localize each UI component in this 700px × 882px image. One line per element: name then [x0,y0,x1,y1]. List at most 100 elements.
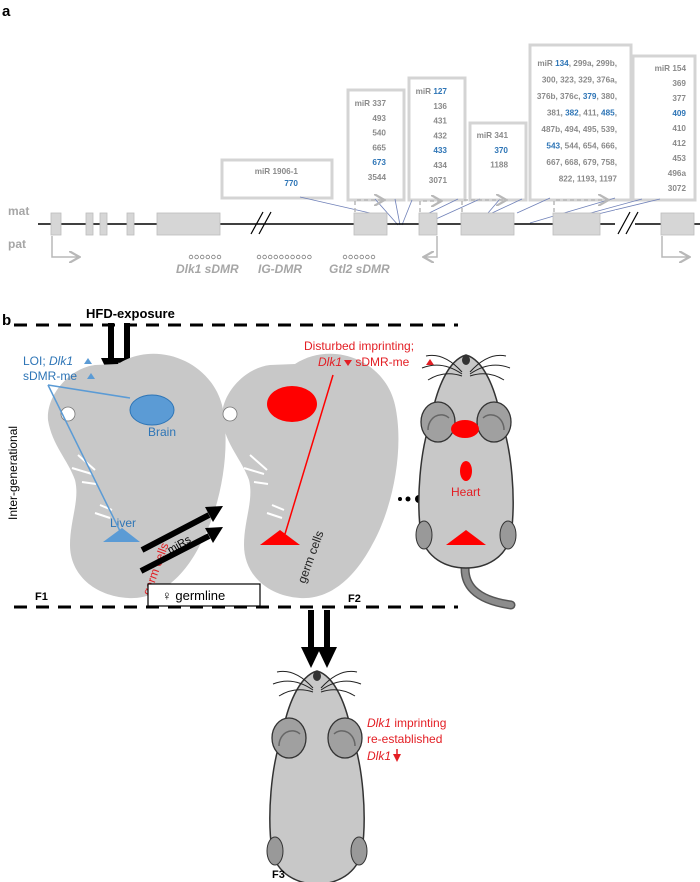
mir-line: 369 [672,79,686,88]
mir-line: 665 [372,143,386,152]
dmr-circle [342,254,348,260]
mir-line: 1188 [490,161,508,170]
mir-line: 370 [494,146,508,155]
f2-note-line2: Dlk1 sDMR-me [318,355,410,369]
mir-line: 453 [672,154,686,163]
mir-line: 667, 668, 679, 758, [546,158,617,167]
dmr-circle [296,254,301,260]
dmr-circle [354,254,359,260]
f3-note-line3: Dlk1 [367,749,391,763]
f1-note-line2: sDMR-me [23,369,77,383]
germline-label: ♀ germline [162,588,225,603]
f3-note-line2: re-established [367,732,442,746]
mir-line: 136 [433,102,447,111]
f3-arrows [301,610,337,668]
f1-up-arrow-2 [87,373,95,379]
mir-line: 431 [433,117,447,126]
dmr-circle [279,254,284,260]
hfd-exposure-label: HFD-exposure [86,306,175,321]
f1-pointer-lines [47,384,131,534]
dmr-circle [301,254,306,260]
mir-line: 381, 382, 411, 485, [547,109,617,118]
dmr-circle [194,254,199,260]
f2-down-arrow [344,360,352,366]
f1-up-arrow-1 [84,358,92,364]
mir-line: 770 [284,179,298,188]
dmr-circle [188,254,194,260]
dmr-circle [273,254,278,260]
mir-line: 3071 [429,176,448,185]
dmr-circle [256,254,262,260]
mir-line: 496a [668,169,687,178]
f1-liver [103,528,140,542]
mir-line: 409 [672,109,686,118]
mirs-arrows [139,506,223,574]
mir-box-2: miR 337 493 540 665 673 3544 [346,88,406,202]
mir-box-5: miR 134, 299a, 299b,300, 323, 329, 376a,… [528,43,633,202]
dmr-circle [307,254,312,260]
dmr-circle [262,254,267,260]
mir-line: 434 [433,161,447,170]
f2-heart-label: Heart [451,485,481,499]
panel-a-label: a [2,3,11,20]
mir-line: 376b, 376c, 379, 380, [537,92,617,101]
mir-line: miR 154 [655,64,687,73]
transcription-arrows [51,200,688,257]
f2-up-arrow [426,359,434,365]
mir-line: 540 [372,129,386,138]
f2-generation-label: F2 [348,593,361,605]
f2-embryo [221,353,399,599]
f1-note-line1: LOI; Dlk1 [23,354,73,368]
f3-note-line1: Dlk1 imprinting [367,716,446,730]
f2-liver [260,530,300,545]
f2-pointer-line [284,374,334,535]
mir-line: 433 [433,146,447,155]
dmr-circle [216,254,222,260]
dmr-circle [348,254,353,260]
mir-box-3: miR 127 136 431 432 433 434 3071 [407,76,467,202]
mir-line: 300, 323, 329, 376a, [542,76,617,85]
mir-line: 377 [672,94,686,103]
mir-line: 412 [672,139,686,148]
dmr-circle [290,254,295,260]
mir-line: 3072 [668,184,687,193]
mir-line: 3544 [368,173,387,182]
mir-line: 822, 1193, 1197 [559,175,618,184]
dlk1-sdmr-label: Dlk1 sDMR [176,262,239,276]
panel-b-label: b [2,312,11,329]
dmr-circles [188,254,376,260]
mir-line: 673 [372,158,386,167]
f2-heart [460,461,472,481]
f2-mouse-liver [446,530,486,545]
f2-note-line1: Disturbed imprinting; [304,339,414,353]
f2-heart-brain [451,420,479,438]
gene-exons [50,212,695,236]
f3-mouse [266,670,368,882]
f3-down-arrow [393,754,401,762]
f1-generation-label: F1 [35,591,48,603]
f1-embryo [47,353,226,599]
f3-generation-label: F3 [272,869,285,881]
mir-line: miR 337 [355,99,387,108]
f1-brain [129,394,175,426]
dmr-circle [268,254,273,260]
f1-liver-label: Liver [110,516,136,530]
mir-box-4: miR 341 370 1188 [468,121,528,202]
mir-line: 432 [433,131,447,140]
germline-box [147,583,261,607]
mir-line: miR 127 [416,87,448,96]
ig-dmr-label: IG-DMR [258,262,302,276]
f2-brain [267,386,317,422]
mir-line: miR 341 [477,131,509,140]
dmr-circle [205,254,210,260]
dmr-circle [365,254,370,260]
mir-line: 493 [372,114,386,123]
mir-line: 487b, 494, 495, 539, [541,125,617,134]
mat-label: mat [8,204,29,218]
gtl2-sdmr-label: Gtl2 sDMR [329,262,390,276]
dmr-circle [199,254,205,260]
f1-brain-label: Brain [148,425,176,439]
